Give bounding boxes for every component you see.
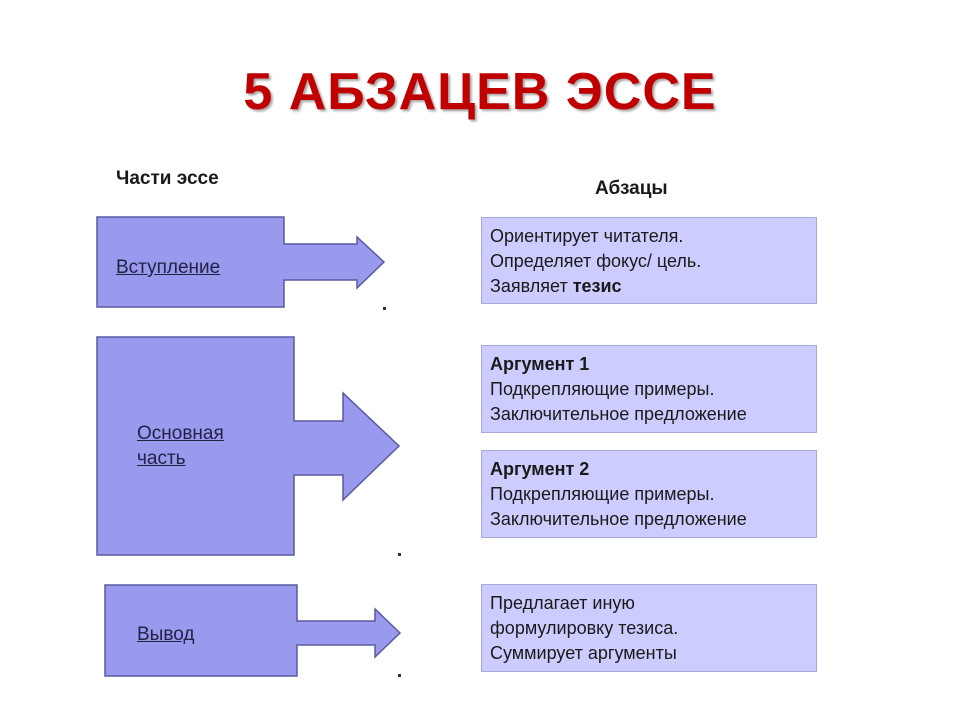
paragraphs-column-header: Абзацы bbox=[595, 178, 668, 199]
thesis-keyword: тезис bbox=[572, 276, 622, 296]
intro-paragraph-box: Ориентирует читателя. Определяет фокус/ … bbox=[481, 217, 817, 304]
intro-line: Определяет фокус/ цель. bbox=[490, 251, 702, 271]
part-label-body-line1: Основная bbox=[137, 423, 224, 444]
conclusion-arrow-shape bbox=[104, 584, 402, 677]
argument2-line: Заключительное предложение bbox=[490, 509, 747, 529]
slide-title: 5 АБЗАЦЕВ ЭССЕ bbox=[243, 63, 717, 121]
marker-dot bbox=[383, 307, 386, 310]
marker-dot bbox=[398, 674, 401, 677]
conclusion-line: Предлагает иную bbox=[490, 593, 635, 613]
intro-line-prefix: Заявляет bbox=[490, 276, 573, 296]
conclusion-line: формулировку тезиса. bbox=[490, 618, 679, 638]
argument1-heading: Аргумент 1 bbox=[490, 354, 590, 374]
argument1-paragraph-box: Аргумент 1 Подкрепляющие примеры. Заключ… bbox=[481, 345, 817, 433]
conclusion-line: Суммирует аргументы bbox=[490, 643, 677, 663]
part-label-conclusion: Вывод bbox=[137, 624, 195, 645]
conclusion-paragraph-box: Предлагает иную формулировку тезиса. Сум… bbox=[481, 584, 817, 672]
marker-dot bbox=[398, 553, 401, 556]
argument1-line: Подкрепляющие примеры. bbox=[490, 379, 715, 399]
intro-arrow-shape bbox=[96, 216, 386, 308]
argument2-heading: Аргумент 2 bbox=[490, 459, 590, 479]
argument1-line: Заключительное предложение bbox=[490, 404, 747, 424]
parts-column-header: Части эссе bbox=[116, 168, 219, 189]
part-label-intro: Вступление bbox=[116, 257, 221, 278]
body-arrow-shape bbox=[96, 336, 401, 556]
intro-line: Ориентирует читателя. bbox=[490, 226, 684, 246]
argument2-paragraph-box: Аргумент 2 Подкрепляющие примеры. Заключ… bbox=[481, 450, 817, 538]
part-label-body-line2: часть bbox=[137, 448, 186, 469]
intro-line: Заявляет тезис bbox=[490, 274, 808, 299]
argument2-line: Подкрепляющие примеры. bbox=[490, 484, 715, 504]
